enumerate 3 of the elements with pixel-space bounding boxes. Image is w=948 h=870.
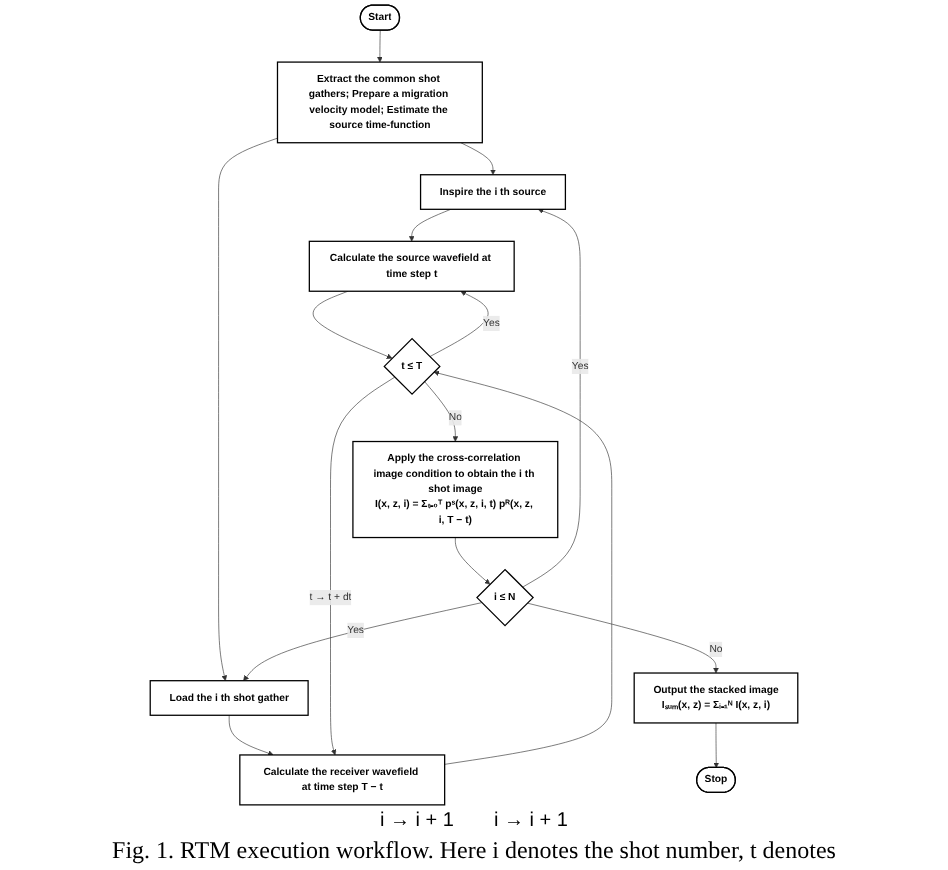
figure-caption: Fig. 1. RTM execution workflow. Here i denotes the shot number, t denotes — [110, 834, 838, 868]
loop-label: i → i + 1 — [494, 810, 568, 832]
loop-label: i → i + 1 — [380, 810, 454, 832]
